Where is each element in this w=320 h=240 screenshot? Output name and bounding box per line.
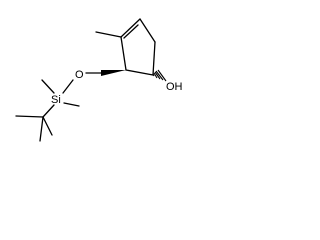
chemical-structure: O Si OH [15,18,183,142]
o-si-bond [62,79,74,94]
wedge-bond-ch2 [101,70,126,76]
ring-double-bond-inner [123,24,139,39]
hydroxyl-label: OH [166,81,183,93]
tbu-methyl-bond-down [39,116,44,142]
si-methyl-bond-upper [41,79,55,94]
tbu-methyl-bond-left [15,115,44,118]
ring-bond-c1-c2 [120,36,127,71]
cyclopentene-ring [120,18,156,76]
hash-bond-oh [152,69,167,82]
ring-bond-c2-c3 [125,69,154,76]
ring-bond-c4-c5 [139,18,156,43]
silicon-label: Si [51,94,61,106]
ring-bond-c5-c1 [120,18,141,38]
si-tbu-bond [42,104,55,118]
ring-bond-c3-c4 [152,41,156,76]
ether-oxygen-label: O [75,69,84,81]
tbu-methyl-bond-right [42,116,53,136]
si-methyl-bond-right [63,102,80,107]
methyl-bond [95,31,122,38]
